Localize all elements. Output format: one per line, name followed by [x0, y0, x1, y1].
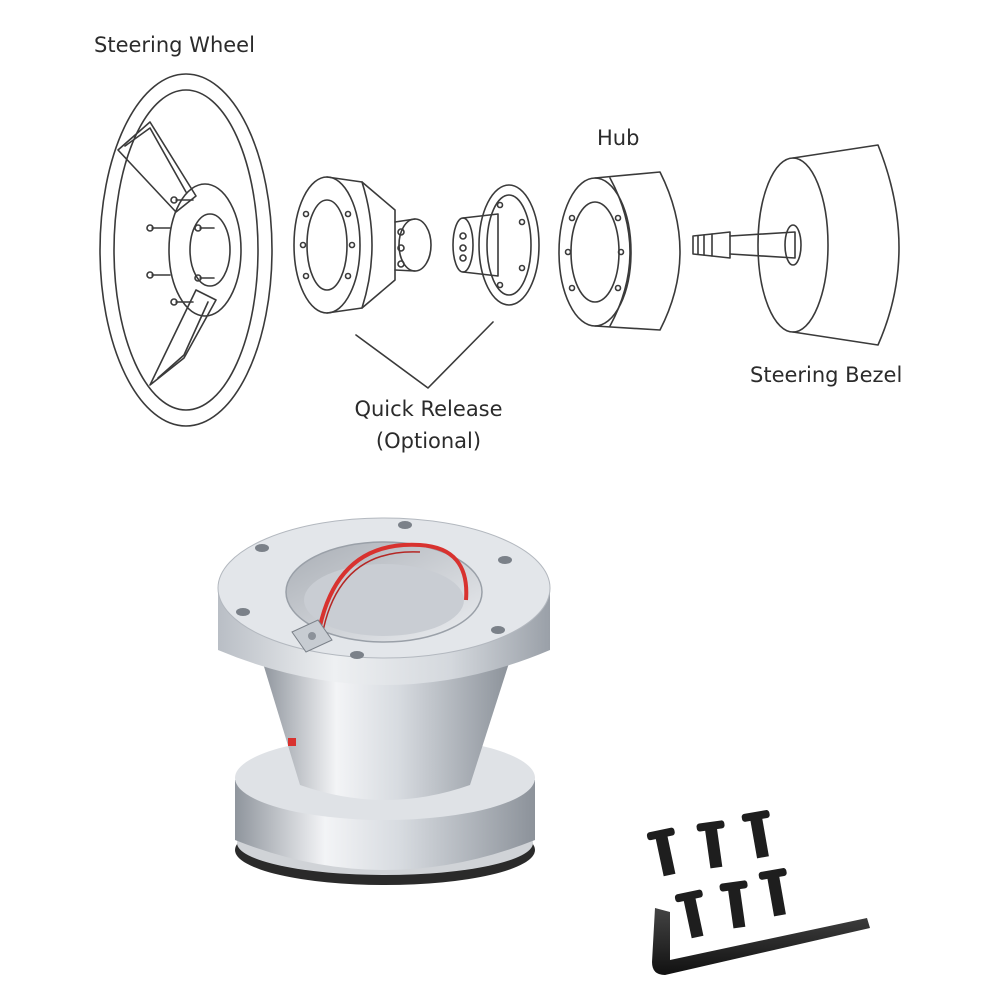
label-steering-wheel: Steering Wheel	[94, 33, 255, 57]
screw-icon	[696, 820, 725, 869]
hex-key-icon	[652, 908, 870, 975]
screw-icon	[719, 880, 748, 929]
steering-wheel-drawing	[99, 73, 273, 427]
steering-bezel-drawing	[757, 144, 900, 346]
steering-shaft-drawing	[692, 231, 796, 259]
screw-icon	[674, 889, 704, 939]
screw-set	[646, 810, 787, 939]
label-optional: (Optional)	[375, 429, 482, 453]
screw-icon	[758, 868, 787, 917]
quick-release-adapter-drawing	[452, 184, 540, 306]
screw-icon	[741, 810, 770, 859]
quick-release-bracket	[355, 321, 494, 389]
hub-drawing	[558, 171, 681, 331]
wheel-bolts	[146, 196, 215, 306]
hub-adapter-photo	[217, 517, 551, 885]
label-hub: Hub	[597, 126, 640, 150]
label-quick-release: Quick Release	[354, 397, 503, 421]
label-steering-bezel: Steering Bezel	[750, 363, 903, 387]
quick-release-body-drawing	[293, 176, 432, 314]
screw-icon	[646, 827, 676, 877]
